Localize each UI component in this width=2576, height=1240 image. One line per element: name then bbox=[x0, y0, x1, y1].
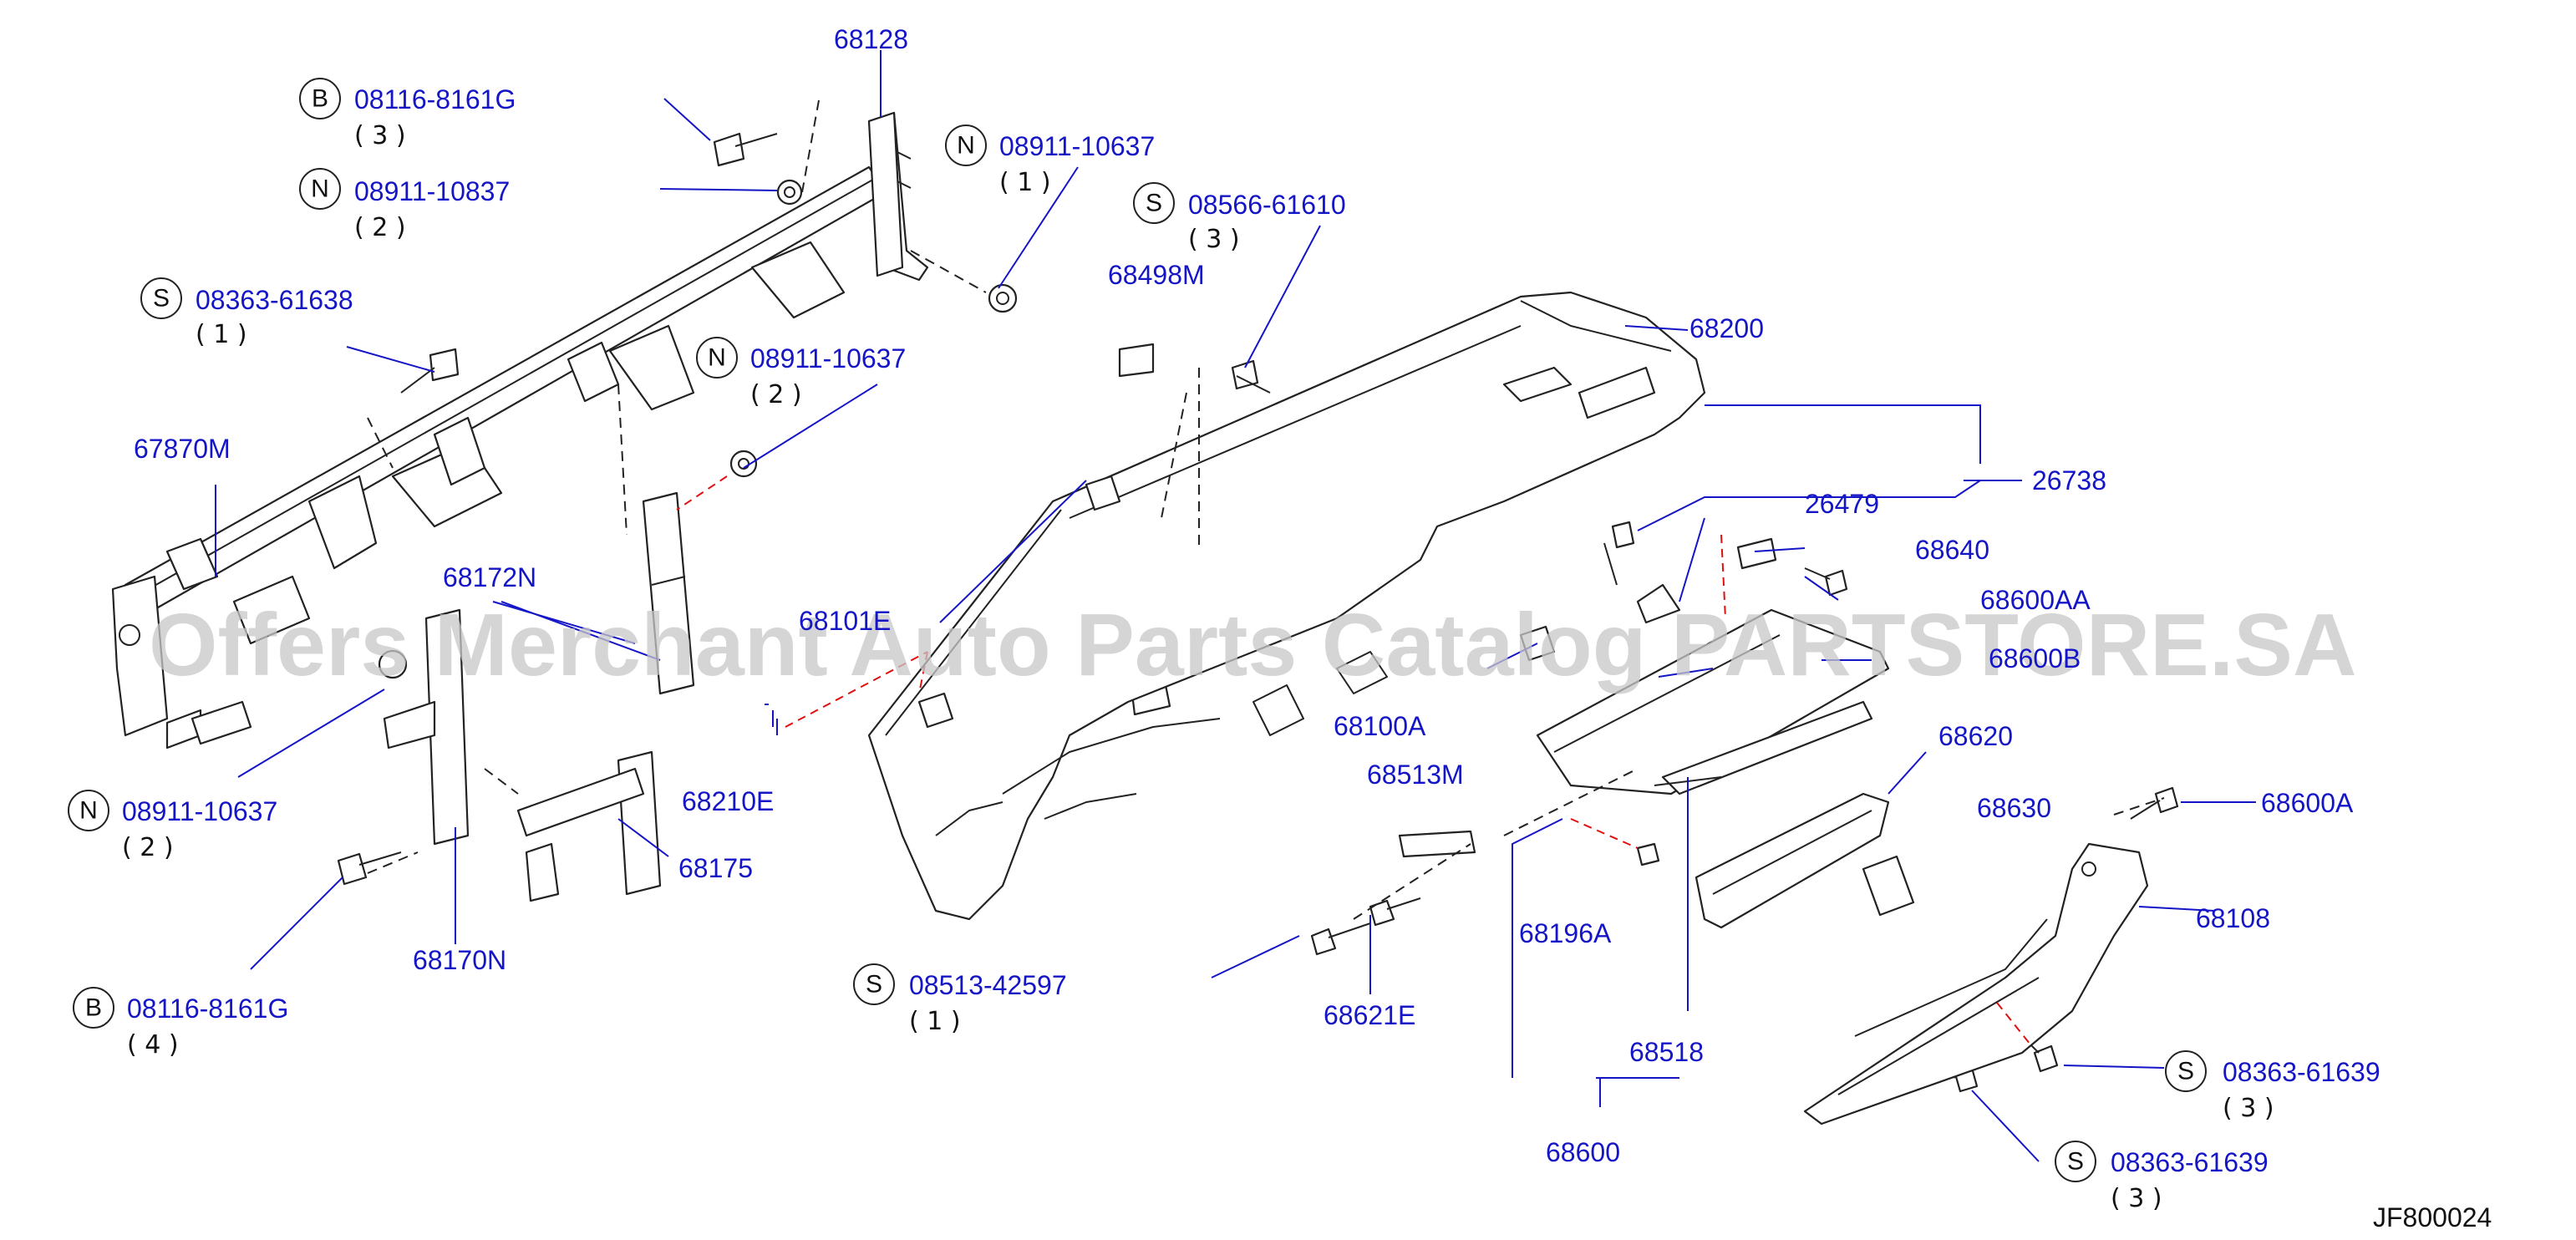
callout-letter: N bbox=[79, 797, 98, 825]
lower-panel-drawing bbox=[1536, 608, 1890, 795]
part-label-68210E: 68210E bbox=[682, 786, 774, 816]
diagram-code: JF800024 bbox=[2373, 1202, 2492, 1232]
part-label-68128: 68128 bbox=[834, 24, 908, 54]
part-label-68498M: 68498M bbox=[1108, 260, 1205, 290]
fastener-callouts: B 08116-8161G ( 3 ) N 08911-10837 ( 2 ) … bbox=[68, 78, 2380, 1213]
callout-letter: S bbox=[2067, 1148, 2084, 1176]
part-labels: 68128 68200 68498M 67870M 68172N 68101E … bbox=[134, 24, 2354, 1167]
callout-badge bbox=[2165, 1050, 2207, 1092]
fastener-number: 08363-61638 bbox=[196, 285, 353, 315]
fastener-number: 08116-8161G bbox=[127, 994, 288, 1024]
callout-badge bbox=[945, 125, 987, 166]
fastener-qty: ( 1 ) bbox=[909, 1007, 961, 1036]
part-label-68172N: 68172N bbox=[443, 562, 536, 592]
part-label-68518: 68518 bbox=[1629, 1037, 1704, 1067]
harness-clips-drawing bbox=[1519, 521, 1777, 662]
glove-box-drawing bbox=[1803, 842, 2149, 1126]
fastener-qty: ( 4 ) bbox=[127, 1030, 179, 1060]
callout-letter: S bbox=[153, 285, 170, 313]
part-label-68101E: 68101E bbox=[799, 606, 891, 636]
fastener-qty: ( 3 ) bbox=[1188, 225, 1240, 254]
fastener-callout: N 08911-10637 ( 2 ) bbox=[68, 790, 277, 862]
part-label-68621E: 68621E bbox=[1324, 1000, 1415, 1030]
part-label-68513M: 68513M bbox=[1367, 760, 1464, 790]
fastener-number: 08363-61639 bbox=[2223, 1057, 2380, 1087]
fastener-qty: ( 2 ) bbox=[750, 380, 802, 409]
fastener-qty: ( 3 ) bbox=[354, 121, 406, 150]
fastener-callout: B 08116-8161G ( 3 ) bbox=[299, 78, 516, 150]
callout-letter: B bbox=[312, 85, 328, 113]
part-label-68600A: 68600A bbox=[2261, 788, 2354, 818]
hinge-pin-drawing bbox=[1398, 830, 1476, 858]
part-label-68640: 68640 bbox=[1915, 535, 1989, 565]
part-label-68620: 68620 bbox=[1938, 721, 2013, 751]
alignment-dashes bbox=[367, 99, 2165, 920]
fastener-callout: S 08363-61639 ( 3 ) bbox=[2055, 1141, 2269, 1213]
fastener-number: 08116-8161G bbox=[354, 84, 516, 114]
fastener-number: 08911-10637 bbox=[122, 796, 277, 826]
fastener-number: 08911-10837 bbox=[354, 176, 510, 206]
callout-badge bbox=[696, 337, 738, 379]
fastener-callout: S 08566-61610 ( 3 ) bbox=[1133, 182, 1346, 254]
callout-badge bbox=[299, 168, 341, 210]
part-label-68630: 68630 bbox=[1977, 793, 2051, 823]
fastener-number: 08363-61639 bbox=[2111, 1147, 2269, 1177]
part-label-68170N: 68170N bbox=[413, 945, 506, 975]
callout-letter: S bbox=[866, 971, 882, 999]
fastener-callout: S 08513-42597 ( 1 ) bbox=[853, 963, 1067, 1036]
fastener-callout: S 08363-61639 ( 3 ) bbox=[2165, 1050, 2380, 1123]
callout-badge bbox=[299, 78, 341, 119]
fastener-callout: N 08911-10637 ( 1 ) bbox=[945, 125, 1155, 197]
callout-letter: N bbox=[311, 175, 329, 203]
fastener-qty: ( 2 ) bbox=[354, 213, 406, 242]
fastener-qty: ( 1 ) bbox=[999, 168, 1051, 197]
callout-letter: N bbox=[708, 344, 726, 372]
part-label-68100A: 68100A bbox=[1334, 711, 1426, 741]
fastener-qty: ( 3 ) bbox=[2223, 1094, 2274, 1123]
part-label-68108: 68108 bbox=[2196, 903, 2270, 933]
side-brackets-drawing bbox=[383, 491, 695, 902]
fastener-drawings bbox=[337, 132, 2179, 1093]
part-label-26738: 26738 bbox=[2032, 465, 2106, 495]
part-label-68600B: 68600B bbox=[1989, 643, 2081, 673]
part-label-68196A: 68196A bbox=[1519, 918, 1612, 948]
instrument-panel-drawing bbox=[867, 291, 1706, 921]
fastener-number: 08911-10637 bbox=[999, 131, 1155, 161]
fastener-qty: ( 2 ) bbox=[122, 833, 174, 862]
callout-letter: S bbox=[2177, 1058, 2194, 1085]
callout-badge bbox=[140, 277, 182, 319]
callout-badge bbox=[73, 987, 114, 1029]
fastener-callout: B 08116-8161G ( 4 ) bbox=[73, 987, 288, 1060]
fastener-qty: ( 3 ) bbox=[2111, 1184, 2162, 1213]
callout-badge bbox=[68, 790, 109, 831]
watermark-text: Offers Merchant Auto Parts Catalog PARTS… bbox=[149, 596, 2357, 694]
fastener-callout: S 08363-61638 ( 1 ) bbox=[140, 277, 353, 349]
red-guide-dashes bbox=[676, 475, 2031, 1045]
part-label-68175: 68175 bbox=[678, 853, 753, 883]
fastener-number: 08566-61610 bbox=[1188, 190, 1346, 220]
steering-member-drawing bbox=[111, 111, 929, 750]
leader-lines bbox=[215, 50, 2256, 1162]
callout-badge bbox=[2055, 1141, 2096, 1182]
part-label-68600AA: 68600AA bbox=[1980, 585, 2091, 615]
callout-letter: N bbox=[957, 132, 975, 160]
glove-lid-drawing bbox=[1694, 792, 1915, 929]
fastener-qty: ( 1 ) bbox=[196, 320, 247, 349]
callout-badge bbox=[1133, 182, 1175, 224]
part-label-26479: 26479 bbox=[1805, 489, 1879, 519]
part-label-68200: 68200 bbox=[1689, 313, 1764, 343]
callout-letter: S bbox=[1146, 190, 1162, 217]
fastener-number: 08911-10637 bbox=[750, 343, 906, 374]
fastener-number: 08513-42597 bbox=[909, 970, 1067, 1000]
part-label-67870M: 67870M bbox=[134, 434, 231, 464]
fastener-callout: N 08911-10637 ( 2 ) bbox=[696, 337, 906, 409]
bracket-68128-drawing bbox=[867, 111, 904, 277]
callout-badge bbox=[853, 963, 895, 1005]
callout-letter: B bbox=[85, 994, 102, 1022]
part-label-68600: 68600 bbox=[1546, 1137, 1620, 1167]
fastener-callout: N 08911-10837 ( 2 ) bbox=[299, 168, 510, 242]
